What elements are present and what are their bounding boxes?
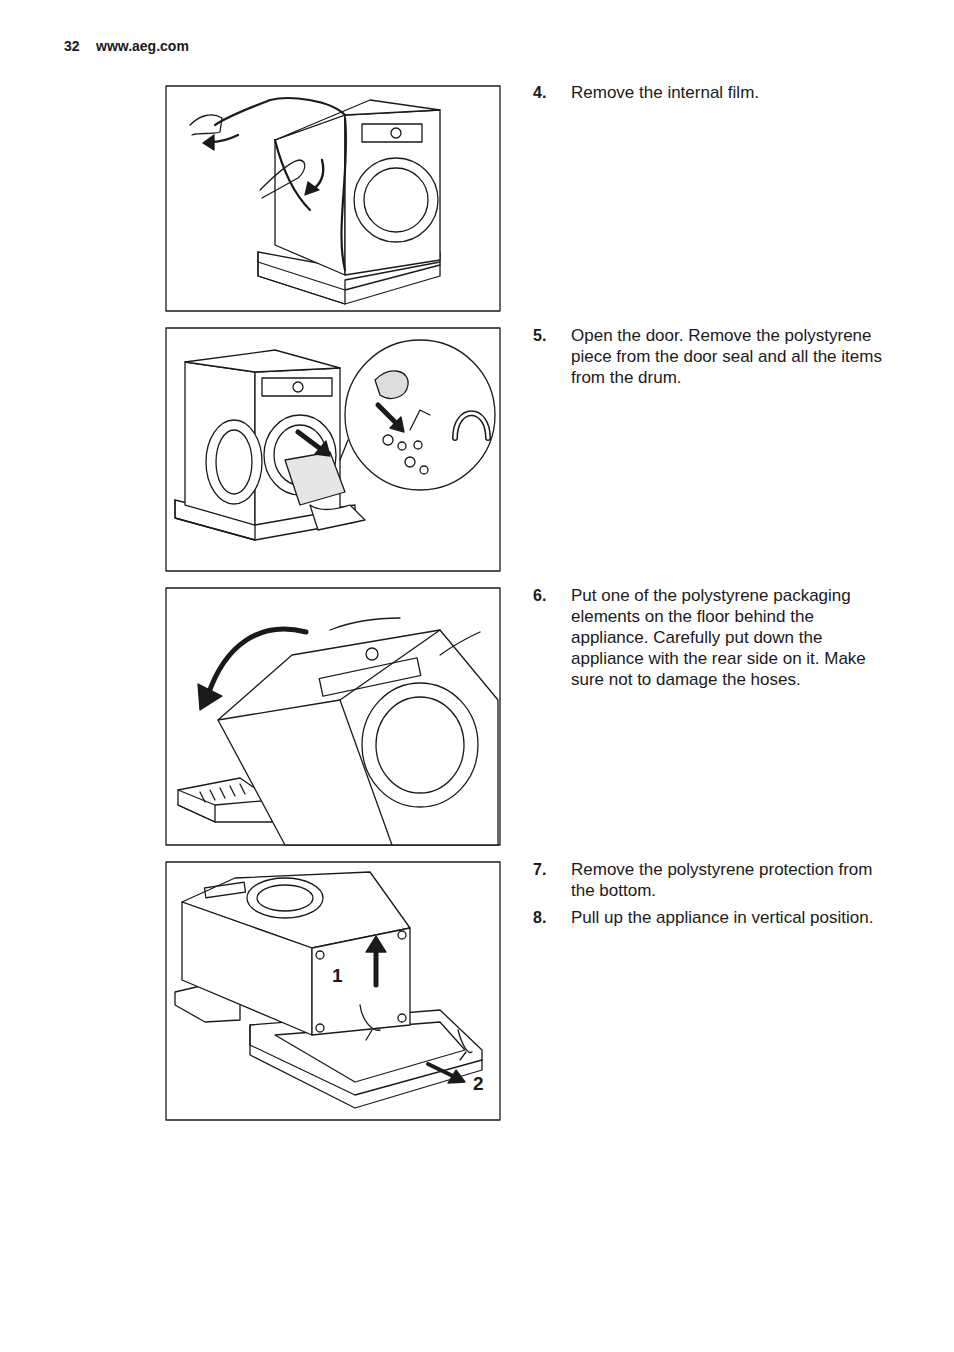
step-text: Remove the polystyrene protection from t… (571, 859, 887, 901)
figure-frame (166, 328, 500, 571)
step-text: Remove the internal film. (571, 82, 887, 103)
page-number: 32 (64, 38, 94, 54)
step-number: 6. (533, 587, 563, 605)
step-number: 8. (533, 909, 563, 927)
figure-frame (166, 86, 500, 311)
step-text: Pull up the appliance in vertical positi… (571, 907, 887, 928)
callout-number: 1 (332, 965, 352, 987)
callout-number: 2 (473, 1073, 493, 1095)
figure-frame (166, 862, 500, 1120)
bottom-protection-figure (175, 872, 482, 1108)
step-number: 5. (533, 327, 563, 345)
step-number: 4. (533, 84, 563, 102)
step-number: 7. (533, 861, 563, 879)
film-removal-figure (190, 98, 440, 304)
figure-frame (166, 588, 500, 845)
step-text: Put one of the polystyrene packaging ele… (571, 585, 887, 690)
drum-items-figure (175, 340, 495, 540)
tilt-appliance-figure (178, 618, 498, 845)
step-text: Open the door. Remove the polystyrene pi… (571, 325, 887, 388)
website: www.aeg.com (96, 38, 236, 54)
